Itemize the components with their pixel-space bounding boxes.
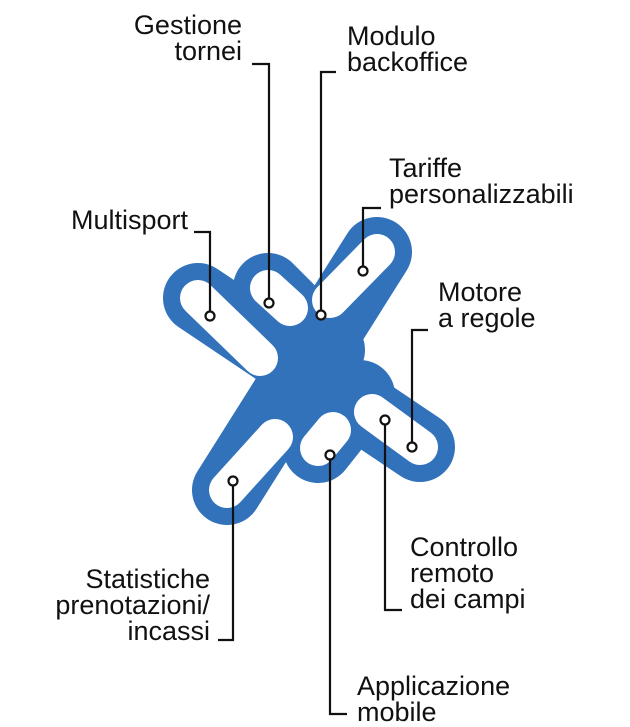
dot-gestione-tornei (263, 297, 275, 309)
dot-controllo-remoto (379, 414, 391, 426)
leader-modulo-backoffice (319, 70, 336, 315)
dot-motore-regole (406, 441, 418, 453)
dot-multisport (204, 310, 216, 322)
logo-bar-inner-b2 (312, 234, 395, 318)
leader-gestione-tornei (252, 62, 271, 303)
leader-lines (194, 62, 428, 716)
leader-multisport (194, 230, 212, 316)
leader-controllo-remoto (383, 420, 402, 612)
dot-modulo-backoffice (315, 309, 327, 321)
leader-statistiche (218, 481, 235, 642)
leader-motore-regole (410, 328, 428, 447)
dot-tariffe (357, 265, 369, 277)
dot-applicazione-mobile (324, 449, 336, 461)
dot-statistiche (227, 475, 239, 487)
leader-applicazione-mobile (328, 455, 347, 716)
endpoint-dots (204, 265, 418, 487)
logo-mark (163, 217, 455, 525)
leader-tariffe (361, 206, 381, 271)
logo-bar-inner-d (300, 412, 351, 466)
logo-bar-inner-c (250, 270, 308, 326)
label-multisport: Multisport (70, 205, 188, 235)
logo-bar-inner-a1 (180, 280, 278, 376)
